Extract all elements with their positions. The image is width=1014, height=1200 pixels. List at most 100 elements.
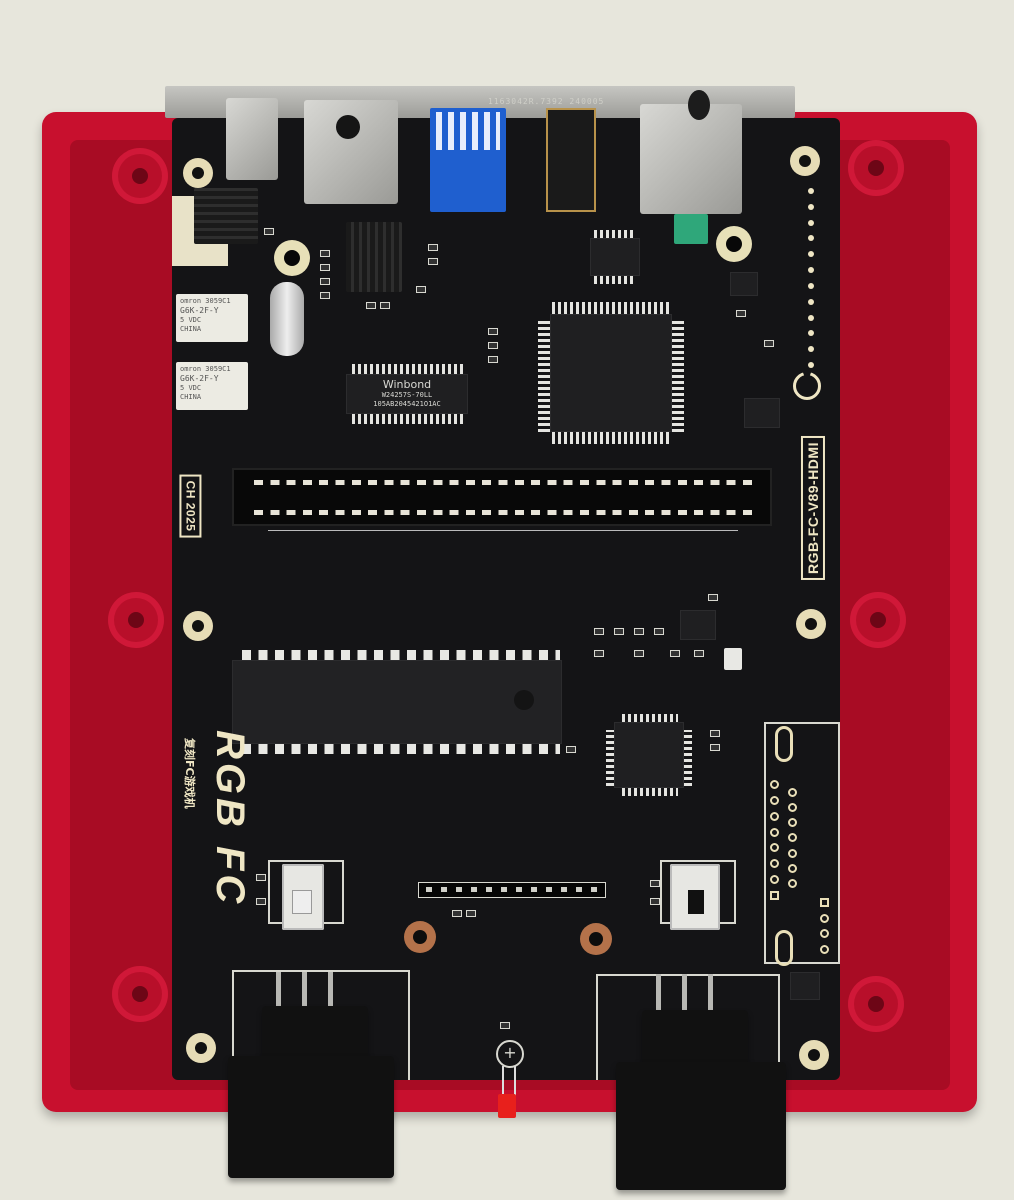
dip-pins-bottom	[242, 744, 560, 754]
sram-pins-bottom	[352, 414, 464, 424]
audio-jack-port	[546, 108, 596, 212]
pcb-ring-hole	[716, 226, 752, 262]
controller-port-2-upper	[642, 1010, 748, 1064]
sram-chip: Winbond W24257S-70LL 105AB2045421O1AC	[346, 374, 468, 414]
test-point	[808, 314, 814, 321]
bracket-serial-text: 1163042R.7392 240005	[488, 97, 605, 106]
smd-component	[500, 1022, 510, 1029]
smd-component	[416, 286, 426, 293]
small-ic	[790, 972, 820, 1000]
edge-connector-pins-top	[254, 480, 752, 485]
fpga-pins-top	[552, 302, 670, 314]
controller-port-1-pins	[270, 972, 350, 1008]
heatsink-vertical	[346, 222, 402, 292]
pcb-mount-hole	[790, 146, 820, 176]
smd-component	[654, 628, 664, 635]
controller-port-2[interactable]	[616, 1062, 786, 1190]
smd-component	[634, 628, 644, 635]
test-point	[808, 188, 814, 194]
controller-port-1[interactable]	[228, 1056, 394, 1178]
pcb-mount-hole	[796, 609, 826, 639]
led-leads	[502, 1066, 516, 1096]
smd-component	[736, 310, 746, 317]
voltage-regulator	[730, 272, 758, 296]
enclosure-screw-boss	[850, 592, 906, 648]
smd-component	[594, 650, 604, 657]
qfp-pins-left	[606, 730, 614, 786]
dip-pins-top	[242, 650, 560, 660]
rgb-fc-logo: RGB FC	[208, 730, 252, 908]
enclosure-screw-boss	[108, 592, 164, 648]
mounting-slot	[775, 930, 793, 966]
fpga-pins-left	[538, 318, 550, 432]
reset-switch-knob[interactable]	[688, 890, 704, 914]
pcb-ring-hole	[274, 240, 310, 276]
green-jumper	[674, 214, 708, 244]
pin-header-pins	[426, 887, 602, 892]
qfp-pins-bottom	[622, 788, 678, 796]
pcb-mount-hole	[183, 158, 213, 188]
smd-component	[566, 746, 576, 753]
smd-component	[764, 340, 774, 347]
smd-component	[264, 228, 274, 235]
dip-40-chip	[232, 660, 562, 744]
smd-component	[634, 650, 644, 657]
smd-component	[710, 744, 720, 751]
heatsink-small	[194, 188, 258, 244]
relay-2: omron 3059C1 G6K-2F-Y 5 VDC CHINA	[176, 362, 248, 410]
smd-component	[320, 250, 330, 257]
usb-c-port	[226, 98, 278, 180]
crystal-oscillator	[270, 282, 304, 356]
qfp-small-pins	[594, 230, 636, 238]
connector-footprint-outline	[764, 722, 840, 964]
sot-component	[724, 648, 742, 670]
smd-component	[614, 628, 624, 635]
test-point	[808, 298, 814, 305]
blue-connector-pins	[436, 112, 500, 150]
enclosure-screw-boss	[848, 140, 904, 196]
smd-component	[380, 302, 390, 309]
fpga-pins-bottom	[552, 432, 670, 444]
model-label-box: RGB-FC-V89-HDMI	[796, 428, 830, 588]
smd-component	[320, 292, 330, 299]
test-point	[808, 346, 814, 353]
pcb-mount-hole	[183, 611, 213, 641]
pcb-mount-hole	[186, 1033, 216, 1063]
smd-component	[710, 730, 720, 737]
controller-port-outline-1	[232, 970, 410, 1080]
test-point	[808, 361, 814, 368]
relay-1: omron 3059C1 G6K-2F-Y 5 VDC CHINA	[176, 294, 248, 342]
bracket-screw-icon	[336, 115, 360, 139]
enclosure-screw-boss	[112, 148, 168, 204]
smd-component	[466, 910, 476, 917]
smd-component	[650, 880, 660, 887]
smd-component	[256, 874, 266, 881]
led-polarity-mark: +	[496, 1040, 524, 1068]
test-point	[808, 330, 814, 337]
pcb-mount-hole	[799, 1040, 829, 1070]
edge-connector-pins-bottom	[254, 510, 752, 515]
smd-component	[650, 898, 660, 905]
logo-subtitle: 复刻FC游戏机	[183, 738, 196, 809]
smd-component	[488, 342, 498, 349]
copper-mount-hole	[580, 923, 612, 955]
smd-component	[488, 356, 498, 363]
test-point	[808, 235, 814, 242]
fpga-chip	[550, 314, 672, 432]
pcb-board	[172, 118, 840, 1080]
test-point	[808, 267, 814, 274]
smd-component	[320, 264, 330, 271]
smd-component	[694, 650, 704, 657]
fpga-pins-right	[672, 318, 684, 432]
copper-mount-hole	[404, 921, 436, 953]
smd-component	[256, 898, 266, 905]
test-point	[808, 203, 814, 210]
enclosure-screw-boss	[848, 976, 904, 1032]
controller-port-2-pins	[650, 974, 734, 1010]
small-ic	[744, 398, 780, 428]
power-led-icon	[498, 1094, 516, 1118]
cartridge-edge-connector	[232, 468, 772, 526]
power-switch-knob[interactable]	[292, 890, 312, 914]
smd-component	[366, 302, 376, 309]
qfp-small-pins	[594, 276, 636, 284]
